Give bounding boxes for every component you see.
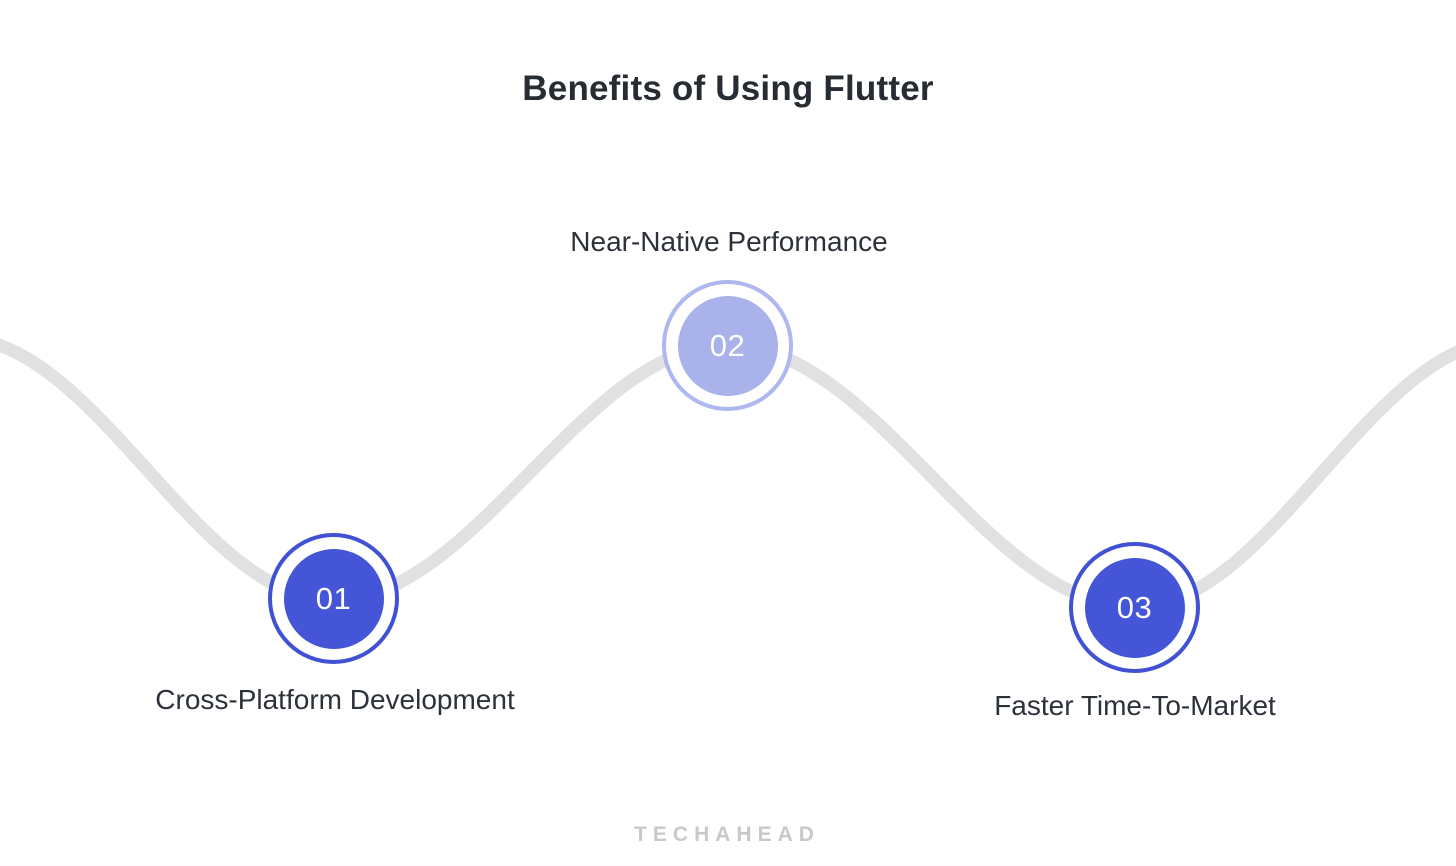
page-title: Benefits of Using Flutter — [522, 69, 934, 108]
step-01-number-badge: 01 — [283, 548, 384, 649]
step-01-label: Cross-Platform Development — [155, 684, 515, 715]
step-number: 01 — [315, 580, 352, 616]
step-01-circle: 01 — [268, 533, 399, 664]
step-03-circle: 03 — [1069, 542, 1200, 673]
step-02-label: Near-Native Performance — [570, 226, 888, 257]
step-number: 02 — [709, 327, 746, 363]
step-03-number-badge: 03 — [1084, 557, 1185, 658]
step-03-label: Faster Time-To-Market — [994, 690, 1276, 721]
techahead-watermark-logo: TECHAHEAD — [634, 823, 820, 846]
step-02-circle: 02 — [662, 280, 793, 411]
step-number: 03 — [1116, 589, 1153, 625]
step-02-number-badge: 02 — [677, 295, 778, 396]
